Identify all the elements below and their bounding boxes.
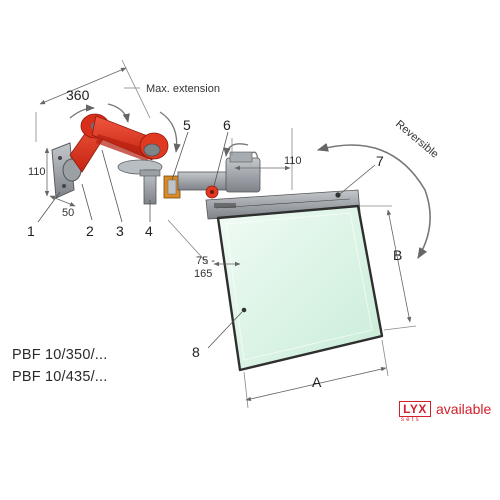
arm-length-label: 360 bbox=[66, 87, 90, 103]
height-label: B bbox=[393, 247, 402, 263]
base-height-label: 110 bbox=[28, 166, 46, 178]
lyx-logo: LYX bbox=[399, 401, 431, 417]
dimension-base-height: 110 bbox=[28, 147, 50, 197]
dimension-a: A bbox=[243, 339, 389, 409]
max-extension-label: Max. extension bbox=[146, 83, 220, 95]
callout-numbers: 1 2 3 4 5 6 7 8 bbox=[27, 117, 384, 360]
locking-knob bbox=[205, 185, 219, 199]
dimension-range: 75 - 165 bbox=[167, 219, 241, 280]
max-extension-annotation: Max. extension bbox=[124, 83, 220, 95]
callout-1: 1 bbox=[27, 223, 35, 239]
glass-shield bbox=[216, 204, 384, 372]
callout-2: 2 bbox=[86, 223, 94, 239]
range-bottom-label: 165 bbox=[194, 268, 212, 280]
horizontal-arm bbox=[177, 151, 261, 193]
range-top-label: 75 - bbox=[196, 255, 215, 267]
articulated-arm bbox=[69, 113, 169, 175]
callout-8: 8 bbox=[192, 344, 200, 360]
callout-5: 5 bbox=[183, 117, 191, 133]
model-name-2: PBF 10/435/... bbox=[12, 369, 108, 385]
callout-3: 3 bbox=[116, 223, 124, 239]
callout-4: 4 bbox=[145, 223, 153, 239]
model-name-1: PBF 10/350/... bbox=[12, 347, 108, 363]
dimension-360: 360 bbox=[35, 59, 151, 142]
lyx-logo-subtext: sets bbox=[401, 417, 421, 423]
width-label: A bbox=[312, 374, 322, 390]
dimension-base-width: 50 bbox=[49, 195, 76, 219]
lyx-badge: LYX sets available bbox=[399, 400, 495, 424]
offset-label: 110 bbox=[284, 155, 302, 167]
callout-7: 7 bbox=[376, 153, 384, 169]
base-width-label: 50 bbox=[62, 207, 74, 219]
dimension-offset: 110 bbox=[231, 128, 302, 190]
lyx-available-text: available bbox=[436, 401, 492, 417]
callout-leaders bbox=[37, 131, 376, 349]
dimension-b: B bbox=[360, 205, 417, 331]
reversible-label: Reversible bbox=[393, 118, 441, 161]
callout-6: 6 bbox=[223, 117, 231, 133]
